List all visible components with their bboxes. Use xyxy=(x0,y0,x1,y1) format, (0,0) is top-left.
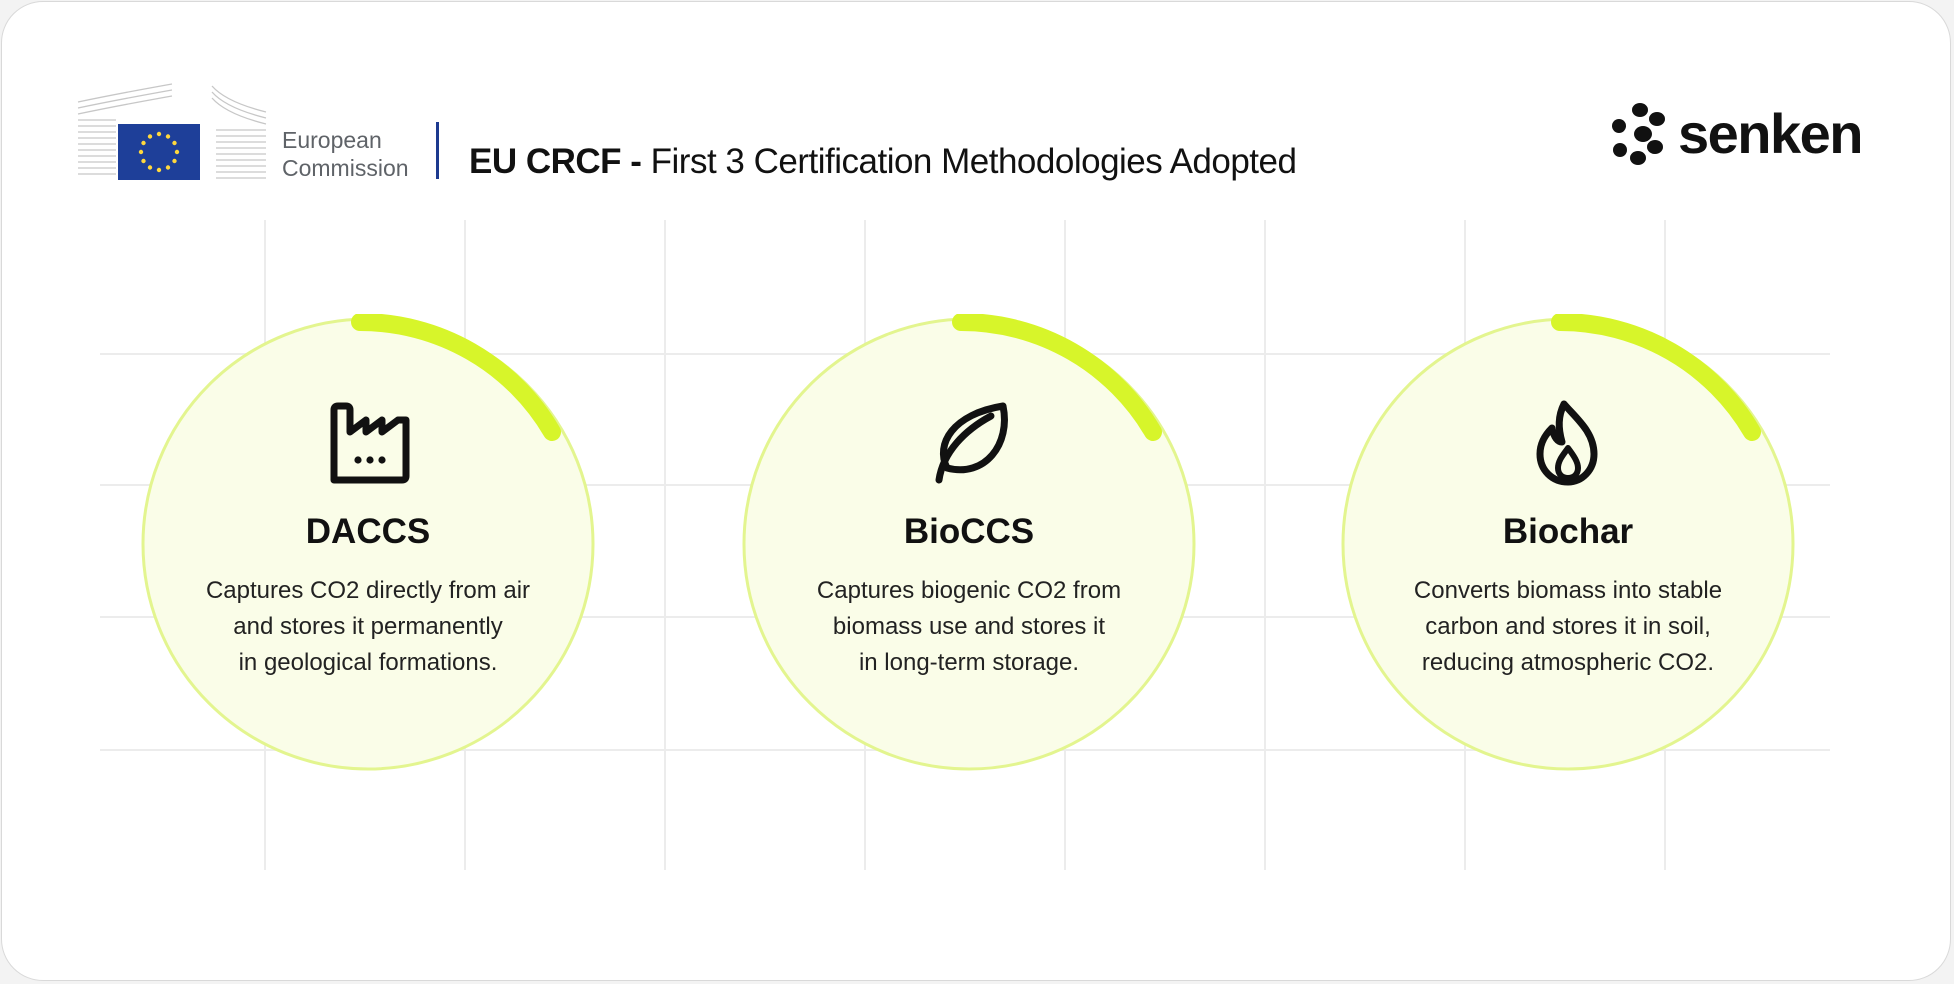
methodology-description: Captures CO2 directly from air and store… xyxy=(178,573,558,681)
methodology-bioccs: BioCCS Captures biogenic CO2 from biomas… xyxy=(739,314,1199,774)
european-commission-logo xyxy=(77,83,267,180)
ec-line-1: European xyxy=(282,127,382,153)
header-divider xyxy=(436,122,439,179)
methodology-description: Captures biogenic CO2 from biomass use a… xyxy=(779,573,1159,681)
header: European Commission EU CRCF - First 3 Ce… xyxy=(2,2,1950,202)
senken-logo: senken xyxy=(1610,102,1900,165)
title-rest: First 3 Certification Methodologies Adop… xyxy=(650,142,1297,181)
senken-mark-icon xyxy=(1612,103,1665,165)
desc-line: and stores it permanently xyxy=(233,613,503,640)
desc-line: carbon and stores it in soil, xyxy=(1425,613,1711,640)
desc-line: in geological formations. xyxy=(238,649,498,676)
desc-line: biomass use and stores it xyxy=(832,613,1106,640)
methodology-daccs: DACCS Captures CO2 directly from air and… xyxy=(138,314,598,774)
brand-name: senken xyxy=(1678,102,1864,165)
page-title: EU CRCF - First 3 Certification Methodol… xyxy=(469,142,1297,182)
circle-ring xyxy=(141,314,595,771)
desc-line: reducing atmospheric CO2. xyxy=(1421,649,1715,676)
circle-ring xyxy=(1341,314,1795,771)
desc-line: Captures CO2 directly from air xyxy=(205,577,531,604)
methodology-description: Converts biomass into stable carbon and … xyxy=(1378,573,1758,681)
flame-icon xyxy=(1536,400,1598,486)
methodology-name: Biochar xyxy=(1502,512,1634,551)
desc-line: Captures biogenic CO2 from xyxy=(816,577,1122,604)
european-commission-name: European Commission xyxy=(282,126,409,182)
leaf-icon xyxy=(935,402,1008,484)
ec-line-2: Commission xyxy=(282,155,409,181)
desc-line: Converts biomass into stable xyxy=(1413,577,1723,604)
methodology-name: BioCCS xyxy=(903,512,1035,551)
methodology-name: DACCS xyxy=(305,512,431,551)
circle-ring xyxy=(742,314,1196,771)
desc-line: in long-term storage. xyxy=(858,649,1080,676)
title-bold: EU CRCF - xyxy=(469,142,651,181)
factory-icon xyxy=(330,402,410,484)
methodology-biochar: Biochar Converts biomass into stable car… xyxy=(1338,314,1798,774)
